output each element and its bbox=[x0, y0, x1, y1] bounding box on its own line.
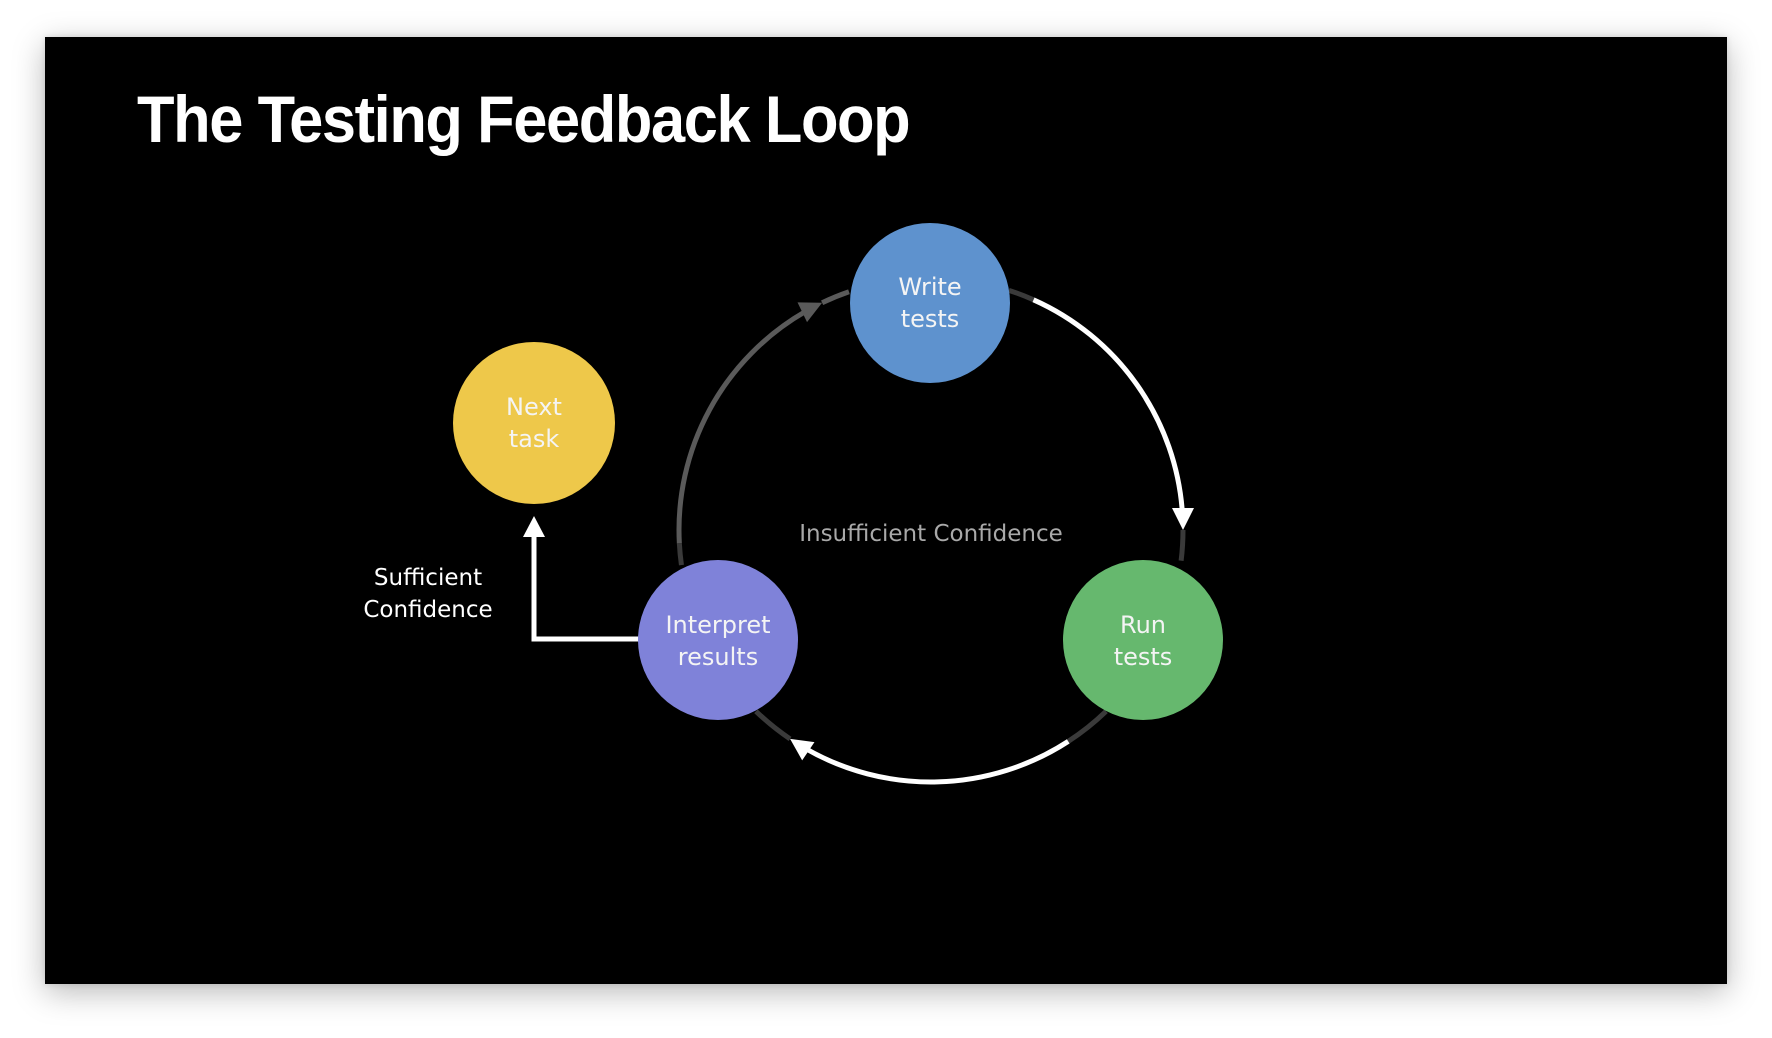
connector-interpret-out bbox=[676, 543, 684, 566]
slide bbox=[45, 37, 1727, 984]
exit-label-line-1: Sufficient bbox=[374, 565, 482, 591]
insufficient-confidence-label: Insufficient Confidence bbox=[799, 521, 1063, 547]
node-label-line-2: tests bbox=[1114, 643, 1173, 671]
node-next-task: Next task bbox=[453, 342, 615, 504]
node-label-line-2: task bbox=[509, 425, 560, 453]
node-circle bbox=[850, 223, 1010, 383]
edge-write-to-run bbox=[1032, 297, 1185, 513]
exit-label-line-2: Confidence bbox=[363, 597, 492, 623]
node-interpret-results: Interpret results bbox=[638, 560, 798, 720]
node-circle bbox=[453, 342, 615, 504]
sufficient-confidence-label: Sufficient Confidence bbox=[363, 565, 492, 623]
exit-arrow-head bbox=[523, 516, 545, 537]
connector-run-in bbox=[1178, 529, 1186, 562]
edge-run-to-interpret bbox=[803, 739, 1070, 785]
node-circle bbox=[638, 560, 798, 720]
node-label-line-1: Next bbox=[506, 393, 562, 421]
node-label-line-1: Run bbox=[1120, 611, 1166, 639]
slide-title: The Testing Feedback Loop bbox=[137, 82, 911, 156]
arrowhead-run-to-interpret bbox=[790, 738, 815, 761]
node-run-tests: Run tests bbox=[1063, 560, 1223, 720]
node-label-line-1: Interpret bbox=[665, 611, 770, 639]
node-write-tests: Write tests bbox=[850, 223, 1010, 383]
edge-interpret-to-next-task bbox=[523, 516, 640, 642]
connector-run-out bbox=[1066, 709, 1108, 744]
connector-interpret-in bbox=[754, 709, 792, 741]
arrowhead-write-to-run bbox=[1172, 508, 1194, 530]
node-label-line-2: results bbox=[678, 643, 758, 671]
node-label-line-1: Write bbox=[898, 273, 961, 301]
node-label-line-2: tests bbox=[901, 305, 960, 333]
connector-write-out bbox=[1008, 287, 1035, 303]
loop-ring bbox=[676, 287, 1194, 785]
arrowhead-interpret-to-write bbox=[797, 302, 823, 323]
connector-write-in bbox=[821, 289, 850, 305]
node-circle bbox=[1063, 560, 1223, 720]
edge-interpret-to-write bbox=[676, 309, 807, 544]
exit-arrow-line bbox=[531, 535, 640, 642]
